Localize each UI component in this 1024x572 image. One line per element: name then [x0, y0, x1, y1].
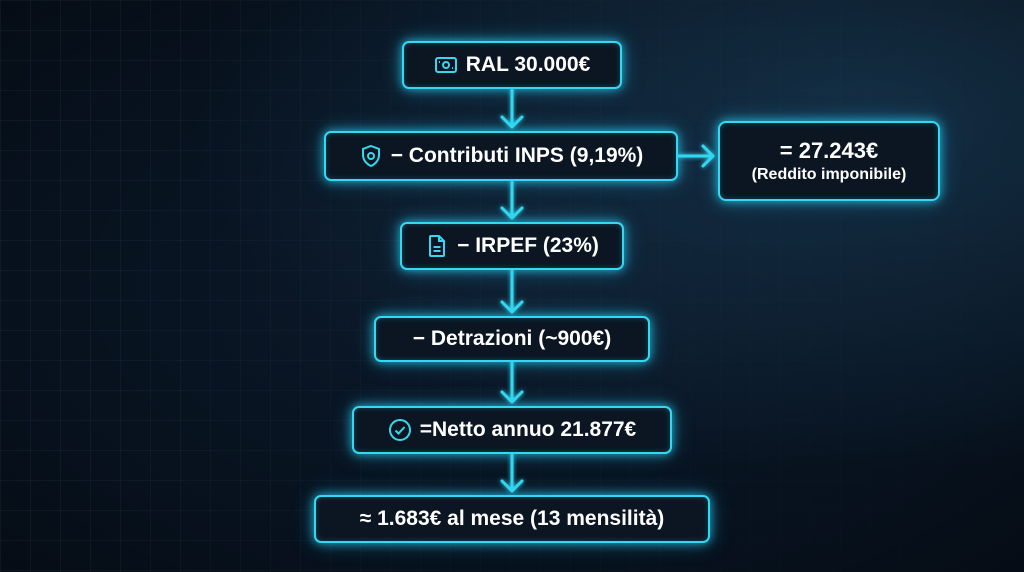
shield-tax-icon [359, 144, 383, 168]
arrow-inps-to-reddito [677, 144, 715, 168]
node-ral: RAL 30.000€ [402, 41, 622, 89]
node-reddito-imponibile: = 27.243€ (Reddito imponibile) [718, 121, 940, 201]
arrow-irpef-to-detrazioni [500, 269, 524, 314]
node-detrazioni-label: − Detrazioni (~900€) [412, 327, 612, 350]
node-contributi-inps: − Contributi INPS (9,19%) [324, 131, 678, 181]
node-contributi-inps-label: − Contributi INPS (9,19%) [390, 144, 644, 167]
node-detrazioni: − Detrazioni (~900€) [374, 316, 650, 362]
check-circle-icon [388, 418, 412, 442]
node-irpef: − IRPEF (23%) [400, 222, 624, 270]
arrow-detrazioni-to-netto [500, 361, 524, 404]
reddito-imponibile-note: (Reddito imponibile) [751, 166, 907, 183]
node-irpef-label: − IRPEF (23%) [457, 234, 599, 257]
arrow-inps-to-irpef [500, 180, 524, 220]
banknote-icon [434, 53, 458, 77]
node-netto-mensile: ≈ 1.683€ al mese (13 mensilità) [314, 495, 710, 543]
node-netto-mensile-label: ≈ 1.683€ al mese (13 mensilità) [359, 507, 665, 530]
reddito-imponibile-value: = 27.243€ [779, 138, 879, 163]
node-ral-label: RAL 30.000€ [465, 53, 591, 76]
arrow-ral-to-inps [500, 88, 524, 129]
node-netto-annuo-label: =Netto annuo 21.877€ [419, 418, 637, 441]
arrow-netto-to-mensile [500, 453, 524, 493]
node-netto-annuo: =Netto annuo 21.877€ [352, 406, 672, 454]
document-icon [425, 234, 449, 258]
